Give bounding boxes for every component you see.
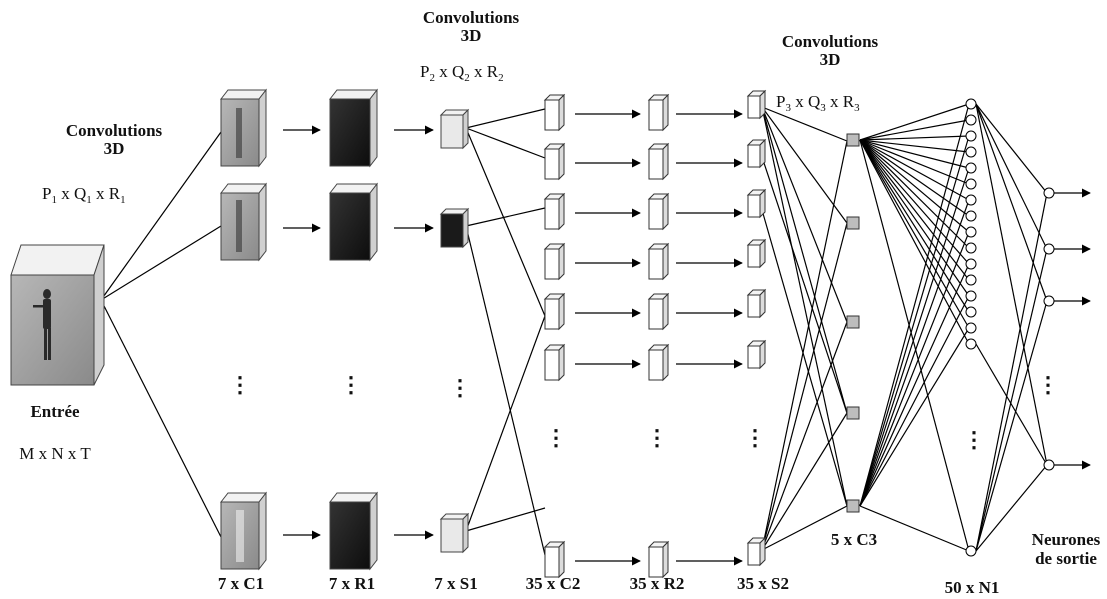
r2-volumes <box>647 93 670 579</box>
connection-lines <box>100 103 1048 556</box>
labels: Convolutions 3D Convolutions 3D Convolut… <box>19 8 1100 597</box>
n1-neuron <box>965 322 977 334</box>
c2-box <box>543 93 566 132</box>
n1-neuron <box>965 274 977 286</box>
n1-neuron <box>965 178 977 190</box>
conv2-title-line1: Convolutions <box>423 8 520 27</box>
ellipsis-out: ⋮ <box>1037 372 1059 397</box>
conv3-title-line2: 3D <box>820 50 841 69</box>
r1-volumes <box>328 88 379 571</box>
c2-label: 35 x C2 <box>526 574 581 593</box>
n1-neuron <box>965 338 977 350</box>
ellipsis-c1: ⋮ <box>229 372 251 397</box>
r1-label: 7 x R1 <box>329 574 375 593</box>
c3-nodes <box>846 133 860 513</box>
output-label-line1: Neurones <box>1032 530 1101 549</box>
r2-box <box>647 540 670 579</box>
n1-label: 50 x N1 <box>945 578 1000 597</box>
output-neurons <box>1043 187 1091 471</box>
arrows-c2-r2-s2 <box>575 109 743 566</box>
c2-box <box>543 540 566 579</box>
ellipsis-c2: ⋮ <box>545 425 567 450</box>
r2-box <box>647 242 670 281</box>
output-label-line2: de sortie <box>1035 549 1097 568</box>
arrows <box>283 125 434 540</box>
r2-box <box>647 93 670 132</box>
c2-box <box>543 242 566 281</box>
conv1-title-line1: Convolutions <box>66 121 163 140</box>
ellipsis-r1: ⋮ <box>340 372 362 397</box>
n1-neuron <box>965 162 977 174</box>
s2-box <box>746 89 767 120</box>
n1-neuron <box>965 290 977 302</box>
kernel-size-3: P3 x Q3 x R3 <box>776 92 860 114</box>
s2-volumes <box>746 89 767 567</box>
c2-volumes <box>543 93 566 579</box>
ellipsis-s2: ⋮ <box>744 425 766 450</box>
c1-volumes <box>219 88 268 571</box>
r2-label: 35 x R2 <box>630 574 685 593</box>
person-silhouette-icon <box>33 289 51 360</box>
r2-box <box>647 192 670 231</box>
n1-neuron <box>965 130 977 142</box>
c1-label: 7 x C1 <box>218 574 264 593</box>
s2-label: 35 x S2 <box>737 574 789 593</box>
s2-box <box>746 339 767 370</box>
input-label: Entrée <box>30 402 80 421</box>
n1-neuron <box>965 242 977 254</box>
n1-neuron <box>965 306 977 318</box>
n1-neuron <box>965 146 977 158</box>
c2-box <box>543 343 566 382</box>
ellipsis-s1: ⋮ <box>449 375 471 400</box>
s2-box <box>746 238 767 269</box>
r2-box <box>647 292 670 331</box>
s2-box <box>746 288 767 319</box>
s2-box <box>746 188 767 219</box>
r2-box <box>647 142 670 181</box>
input-volume <box>10 244 105 386</box>
n1-neuron <box>965 194 977 206</box>
conv2-title-line2: 3D <box>461 26 482 45</box>
s2-box <box>746 536 767 567</box>
n1-neurons <box>965 98 977 557</box>
n1-neuron <box>965 258 977 270</box>
c2-box <box>543 192 566 231</box>
n1-neuron <box>965 114 977 126</box>
n1-neuron <box>965 545 977 557</box>
kernel-size-2: P2 x Q2 x R2 <box>420 62 504 84</box>
s1-label: 7 x S1 <box>434 574 477 593</box>
c2-box <box>543 292 566 331</box>
n1-neuron <box>965 98 977 110</box>
ellipsis-r2: ⋮ <box>646 425 668 450</box>
r2-box <box>647 343 670 382</box>
ellipsis-n1: ⋮ <box>963 427 985 452</box>
kernel-size-1: P1 x Q1 x R1 <box>42 184 126 206</box>
conv1-title-line2: 3D <box>104 139 125 158</box>
input-dims: M x N x T <box>19 444 91 463</box>
c2-box <box>543 142 566 181</box>
c3-label: 5 x C3 <box>831 530 877 549</box>
conv3-title-line1: Convolutions <box>782 32 879 51</box>
s2-box <box>746 138 767 169</box>
ellipsis-marks: ⋮ ⋮ ⋮ ⋮ ⋮ ⋮ ⋮ ⋮ <box>229 372 1059 452</box>
n1-neuron <box>965 226 977 238</box>
s1-volumes <box>439 108 470 554</box>
n1-neuron <box>965 210 977 222</box>
